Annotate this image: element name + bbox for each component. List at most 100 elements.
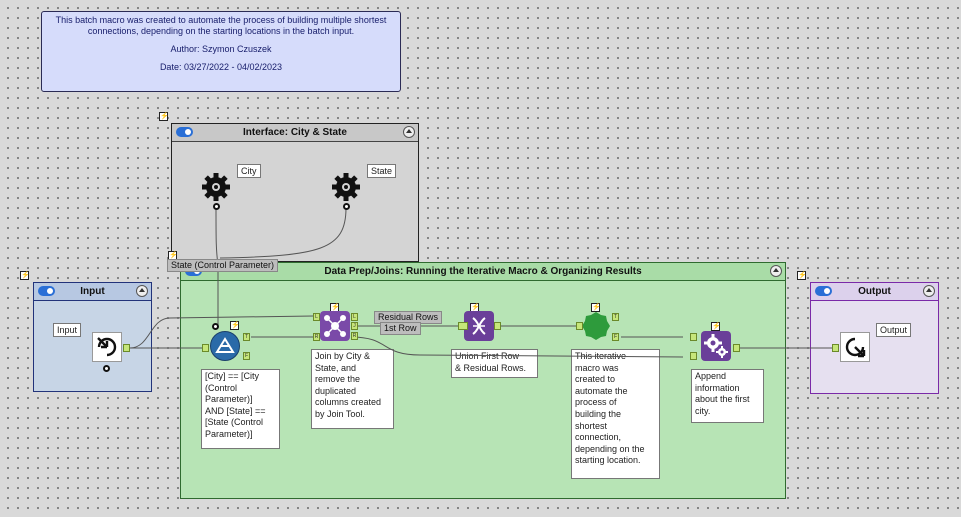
gears-icon bbox=[704, 334, 728, 358]
join-join-output-anchor[interactable]: J bbox=[351, 322, 358, 330]
input-container-header[interactable]: Input bbox=[34, 283, 151, 301]
annotation-line: starting location. bbox=[575, 455, 641, 466]
filter-false-anchor[interactable]: F bbox=[243, 352, 250, 360]
join-right-output-anchor[interactable]: R bbox=[351, 332, 358, 340]
annotation-line: Union First Row bbox=[455, 351, 520, 361]
append-output-anchor[interactable] bbox=[733, 344, 740, 352]
annotation-line: building the bbox=[575, 408, 622, 419]
output-container-title: Output bbox=[858, 286, 891, 297]
annotation-line: shortest bbox=[575, 420, 608, 431]
macro-input-icon bbox=[97, 337, 117, 357]
collapse-icon[interactable] bbox=[770, 265, 782, 277]
macro-output-tool[interactable] bbox=[840, 332, 870, 362]
iterative-macro-tool[interactable] bbox=[581, 311, 611, 341]
question-tool-city[interactable] bbox=[201, 172, 231, 202]
join-icon bbox=[324, 315, 346, 337]
gear-icon bbox=[202, 173, 230, 201]
question-anchor-city[interactable] bbox=[213, 203, 220, 210]
first-row-label: 1st Row bbox=[380, 322, 421, 335]
annotation-line: [City] == [City bbox=[205, 371, 260, 381]
label-input: Input bbox=[53, 323, 82, 337]
append-source-anchor[interactable] bbox=[690, 352, 697, 360]
bolt-icon: ⚡ bbox=[591, 303, 601, 312]
annotation-line: AND [State] == bbox=[205, 405, 266, 416]
annotation-line: Append bbox=[695, 371, 727, 381]
label-state: State bbox=[367, 164, 397, 178]
filter-true-anchor[interactable]: T bbox=[243, 333, 250, 341]
annotation-line: automate the bbox=[575, 385, 628, 396]
join-left-output-anchor[interactable]: L bbox=[351, 313, 358, 321]
annotation-line: duplicated bbox=[315, 385, 357, 396]
filter-annotation: [City] == [City (Control Parameter)] AND… bbox=[201, 369, 280, 449]
union-tool[interactable] bbox=[464, 311, 494, 341]
join-tool[interactable] bbox=[320, 311, 350, 341]
annotation-line: about the first bbox=[695, 394, 750, 405]
annotation-line: connection, bbox=[575, 432, 622, 443]
collapse-icon[interactable] bbox=[136, 285, 148, 297]
union-icon bbox=[472, 317, 486, 335]
append-annotation: Append information about the first city. bbox=[691, 369, 764, 423]
annotation-line: information bbox=[695, 382, 740, 393]
filter-tool[interactable] bbox=[210, 331, 240, 361]
annotation-line: Parameter)] bbox=[205, 394, 253, 405]
macro-output-icon bbox=[845, 337, 866, 358]
gear-icon bbox=[332, 173, 360, 201]
label-city: City bbox=[237, 164, 261, 178]
collapse-icon[interactable] bbox=[403, 126, 415, 138]
annotation-line: [State (Control bbox=[205, 417, 264, 428]
container-toggle[interactable] bbox=[176, 127, 193, 137]
container-toggle[interactable] bbox=[815, 286, 832, 296]
bolt-icon: ⚡ bbox=[20, 271, 30, 280]
dataprep-container[interactable]: Data Prep/Joins: Running the Iterative M… bbox=[180, 262, 786, 499]
collapse-icon[interactable] bbox=[923, 285, 935, 297]
note-date: Date: 03/27/2022 - 04/02/2023 bbox=[159, 62, 283, 72]
filter-control-anchor[interactable] bbox=[212, 323, 219, 330]
output-input-anchor[interactable] bbox=[832, 344, 839, 352]
union-input-anchor[interactable] bbox=[458, 322, 468, 330]
filter-input-anchor[interactable] bbox=[202, 344, 209, 352]
bolt-icon: ⚡ bbox=[711, 322, 721, 331]
annotation-line: (Control bbox=[205, 382, 238, 393]
question-anchor-state[interactable] bbox=[343, 203, 350, 210]
input-output-anchor[interactable] bbox=[123, 344, 130, 352]
filter-icon bbox=[215, 337, 235, 353]
annotation-line: This iterative bbox=[575, 351, 627, 361]
macro-true-anchor[interactable]: T bbox=[612, 313, 619, 321]
join-left-input-anchor[interactable]: L bbox=[313, 313, 320, 321]
macro-false-anchor[interactable]: F bbox=[612, 333, 619, 341]
append-target-anchor[interactable] bbox=[690, 333, 697, 341]
annotation-line: columns created bbox=[315, 397, 382, 408]
note-text-1: This batch macro was created to automate… bbox=[55, 15, 387, 36]
join-annotation: Join by City & State, and remove the dup… bbox=[311, 349, 394, 429]
input-container-title: Input bbox=[80, 286, 105, 297]
union-output-anchor[interactable] bbox=[494, 322, 501, 330]
annotation-line: macro was bbox=[575, 362, 619, 373]
question-tool-state[interactable] bbox=[331, 172, 361, 202]
note-author: Author: Szymon Czuszek bbox=[170, 44, 272, 54]
macro-input-anchor[interactable] bbox=[576, 322, 583, 330]
annotation-line: city. bbox=[695, 405, 711, 416]
output-container-header[interactable]: Output bbox=[811, 283, 938, 301]
annotation-line: process of bbox=[575, 397, 617, 408]
bolt-icon: ⚡ bbox=[230, 321, 240, 330]
bolt-icon: ⚡ bbox=[797, 271, 807, 280]
output-container[interactable]: Output bbox=[810, 282, 939, 394]
macro-icon bbox=[582, 312, 610, 340]
macro-annotation: This iterative macro was created to auto… bbox=[571, 349, 660, 479]
input-anchor-ring[interactable] bbox=[103, 365, 110, 372]
label-output: Output bbox=[876, 323, 912, 337]
dataprep-container-title: Data Prep/Joins: Running the Iterative M… bbox=[324, 266, 642, 277]
container-toggle[interactable] bbox=[38, 286, 55, 296]
union-annotation: Union First Row & Residual Rows. bbox=[451, 349, 538, 378]
bolt-icon: ⚡ bbox=[159, 112, 169, 121]
interface-container-header[interactable]: Interface: City & State bbox=[172, 124, 418, 142]
macro-input-tool[interactable] bbox=[92, 332, 122, 362]
comment-note[interactable]: This batch macro was created to automate… bbox=[41, 11, 401, 92]
annotation-line: depending on the bbox=[575, 443, 645, 454]
control-parameter-label: State (Control Parameter) bbox=[167, 259, 279, 272]
dataprep-container-header[interactable]: Data Prep/Joins: Running the Iterative M… bbox=[181, 263, 785, 281]
annotation-line: Parameter)] bbox=[205, 428, 253, 439]
annotation-line: created to bbox=[575, 374, 616, 385]
append-fields-tool[interactable] bbox=[701, 331, 731, 361]
join-right-input-anchor[interactable]: R bbox=[313, 333, 320, 341]
